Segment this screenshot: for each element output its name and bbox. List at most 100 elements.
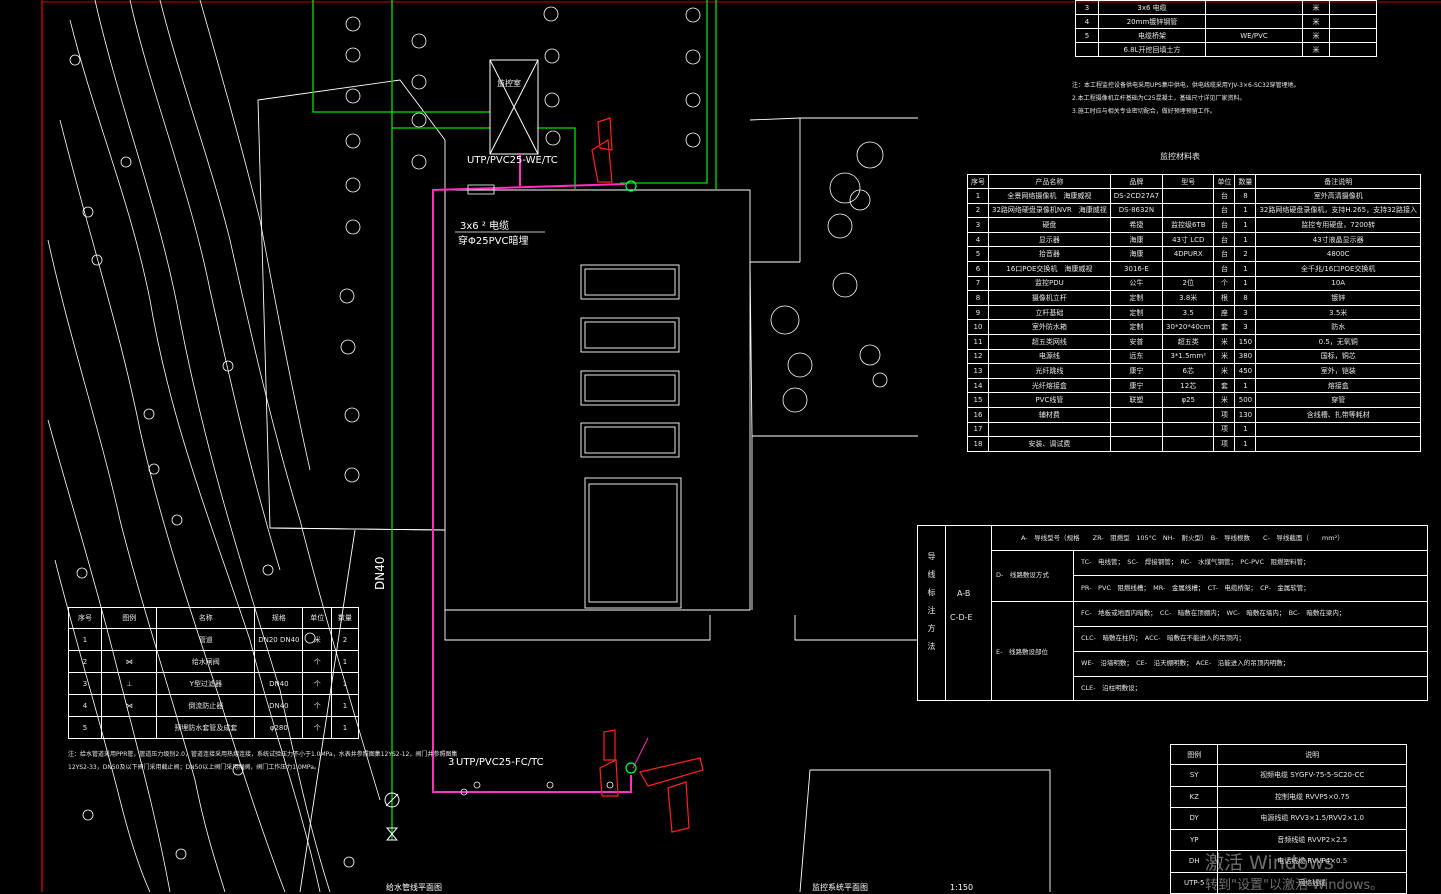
table-cell: 防水 [1255,319,1421,335]
table-cell: ⋈ [100,694,158,717]
header-cell: 单位 [302,607,332,629]
table-cell: 3 [1234,304,1257,321]
legend-row-a-text: A- 导线型号（规格 ZR- 阻燃型 105°C NH- 耐火型） B- 导线根… [1021,534,1344,542]
table-cell: 全景网络摄像机 海康威视 [988,188,1111,204]
cell [1205,42,1303,57]
table-cell: 套 [1213,377,1236,394]
building-outlines [257,79,1051,892]
table-cell [254,650,304,673]
table-cell [1162,436,1215,452]
table-cell: 康宁 [1109,377,1164,394]
table-cell: 32路网络硬盘录像机，支持H.265，支持32路接入 [1255,202,1421,219]
legend-vertical-label: 导线标注方法 [927,552,936,660]
pipe-valves [384,792,400,841]
table-cell: 30*20*40cm [1162,319,1215,335]
cell [1329,0,1377,15]
legend-e-line2: CLC- 暗敷在柱内； ACC- 暗敷在不能进入的吊顶内； [1081,634,1246,642]
table-cell: 国标，铜芯 [1255,348,1421,365]
table-cell: 米 [1213,348,1236,365]
table-cell: 定制 [1109,319,1164,335]
table-cell: 4 [967,231,989,248]
table-cell: 3 [967,217,989,233]
legend-row-e: E- 线路敷设部位 FC- 地板或地面内暗敷； CC- 暗敷在顶棚内； WC- … [991,601,1427,700]
header-cell: 图例 [100,607,158,629]
table-cell: 室外防水箱 [988,319,1111,335]
table-cell: 座 [1213,304,1236,321]
table-cell: 130 [1234,406,1257,423]
camera-pole-symbols [591,117,704,833]
table-cell: 43寸液晶显示器 [1255,231,1421,248]
table-cell: 项 [1213,421,1236,438]
table-cell [1162,421,1215,438]
table-cell: 3 [1234,319,1257,335]
header-cell: 名称 [156,607,256,629]
table-cell: 台 [1213,188,1236,204]
cell [1329,42,1377,57]
legend-e-line3: WE- 沿墙明敷； CE- 沿天棚明敷； ACE- 沿能进入的吊顶内明敷； [1081,659,1290,667]
table-cell: 米 [1213,333,1236,350]
table-cell: 1 [967,188,989,204]
table-cell: 监控PDU [988,275,1111,292]
cell: 6.8L开挖回填土方 [1098,42,1206,57]
table-cell: 17 [967,421,989,438]
camera-points [625,180,637,774]
legend-e-label-cell: E- 线路敷设部位 [991,601,1074,700]
pipe-dn-label: DN40 [373,556,387,591]
table-cell [1162,202,1215,219]
table-cell: 定制 [1109,304,1164,321]
cell: 4 [1075,14,1099,29]
table-cell: ⋈ [100,650,158,673]
table-cell: 3.8米 [1162,290,1215,306]
table-cell: 3.5 [1162,304,1215,321]
table-cell: 拾音器 [988,246,1111,262]
table-cell: 给水闸阀 [156,650,256,673]
monitor-room-label: 监控室 [497,79,521,88]
table-cell [1162,188,1215,204]
legend-row-a: A- 导线型号（规格 ZR- 阻燃型 105°C NH- 耐火型） B- 导线根… [991,526,1427,551]
table-cell [1109,421,1164,438]
valve-note-2: 12YS2-33，DN50及以下阀门采用截止阀；DN50以上阀门采用闸阀，阀门工… [68,764,320,771]
monitor-room-box [489,59,539,155]
top-note-3: 3.施工时应与相关专业密切配合，做好预埋预留工作。 [1072,108,1216,115]
table-cell: 16口POE交换机 海康威视 [988,260,1111,277]
legend-d-line2: PR- PVC 阻燃线槽； MR- 金属线槽； CT- 电缆桥架； CP- 金属… [1081,584,1310,592]
table-cell: φ25 [1162,392,1215,408]
legend-mid-col: A-B C-D-E [945,526,992,700]
table-cell: 2 [1234,246,1257,262]
table-cell: 15 [967,392,989,408]
cell: 3x6 电缆 [1098,0,1206,15]
cell: 米 [1302,42,1330,57]
top-note-2: 2.本工程摄像机立杆基础为C25混凝土，基础尺寸详见厂家资料。 [1072,95,1246,102]
table-cell: DN40 [254,672,304,695]
table-cell: 穿管 [1255,392,1421,408]
table-cell [100,716,158,739]
table-cell: 4800C [1255,246,1421,262]
table-cell: 1 [1234,275,1257,292]
table-cell: 辅材费 [988,406,1111,423]
table-cell: UTP-5 [1169,871,1219,894]
table-cell: 全千兆/16口POE交换机 [1255,260,1421,277]
table-cell: 1 [1234,202,1257,219]
header-cell: 规格 [254,607,304,629]
header-cell: 备注说明 [1255,174,1421,189]
legend-d-label: D- 线路敷设方式 [996,571,1049,579]
table-cell: 2 [68,650,102,673]
table-cell: 监控级6TB [1162,217,1215,233]
header-cell: 序号 [68,607,102,629]
header-cell: 图例 [1169,744,1219,765]
table-cell: 立杆基础 [988,304,1111,321]
table-cell: ⊥ [100,672,158,695]
table-cell: 个 [302,650,332,673]
